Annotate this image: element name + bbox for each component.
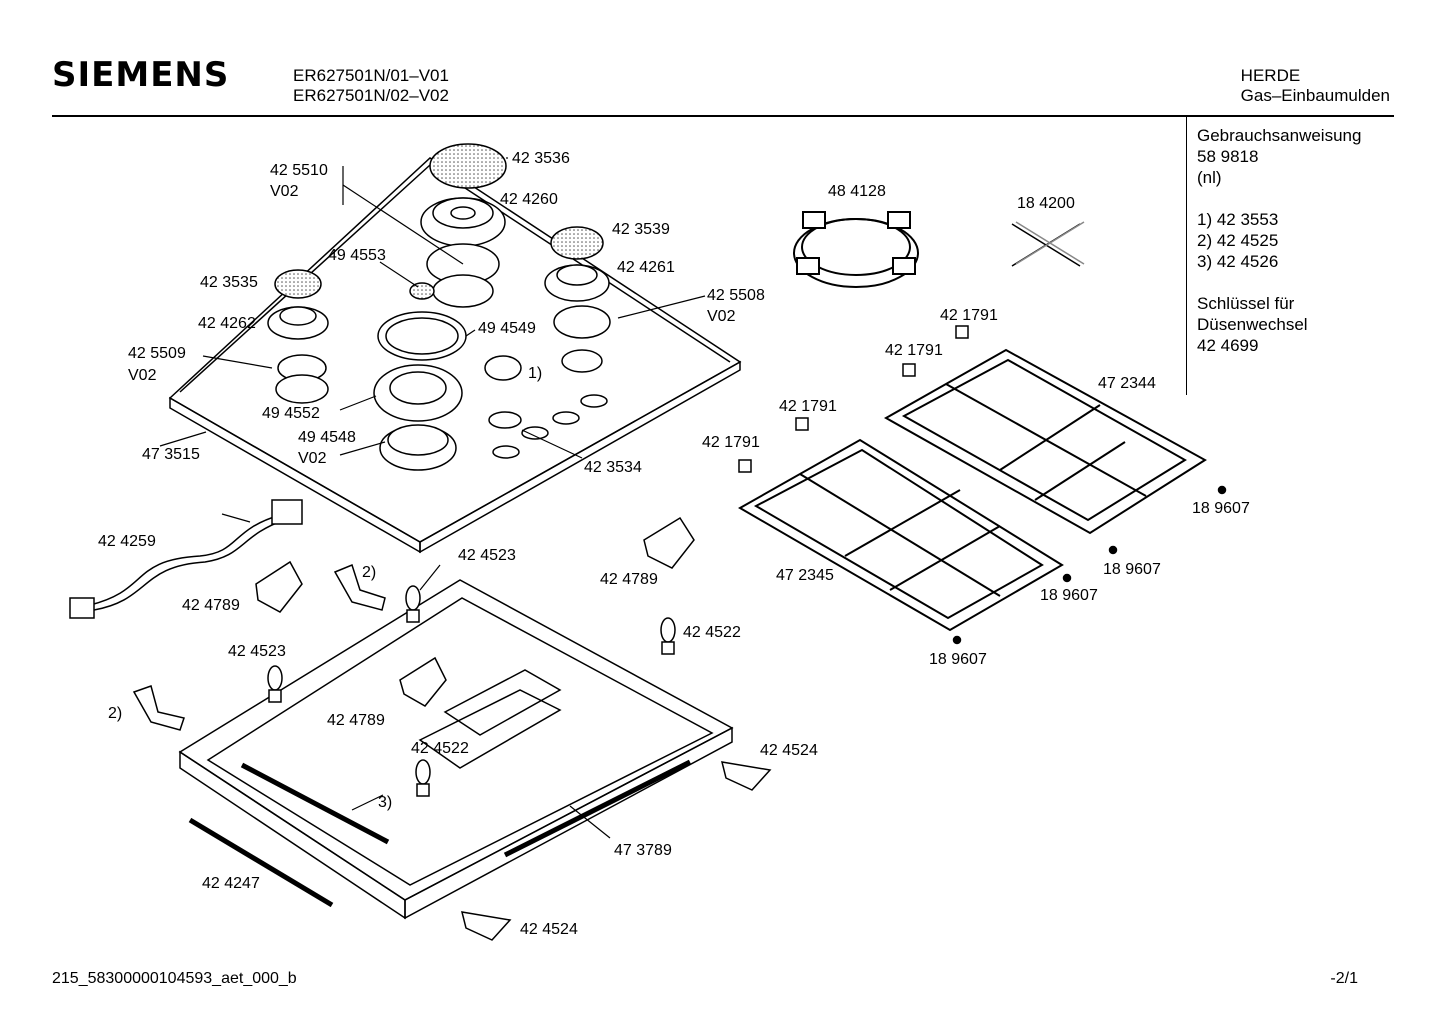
part-label: 42 1791 <box>779 398 837 415</box>
part-label: 42 4522 <box>683 624 741 641</box>
product-category: HERDE Gas–Einbaumulden <box>1241 66 1390 106</box>
side-info-line: 3) 42 4526 <box>1197 252 1279 271</box>
part-label: 42 5508 <box>707 287 765 304</box>
side-info-line: Düsenwechsel <box>1197 315 1308 334</box>
brand-logo: SIEMENS <box>52 55 230 95</box>
side-info-line: 1) 42 3553 <box>1197 210 1279 229</box>
power-cable <box>69 499 303 619</box>
part-label: V02 <box>707 308 736 325</box>
document-id: 215_58300000104593_aet_000_b <box>52 970 297 987</box>
part-label: 18 9607 <box>929 651 987 668</box>
part-label: 42 4259 <box>98 533 156 550</box>
sidebar-divider <box>1186 117 1187 395</box>
part-labels: 42 5510 V02 42 3536 42 4260 42 3539 42 4… <box>98 150 1250 938</box>
pan-support-right <box>883 348 1207 535</box>
side-info-line: 42 4699 <box>1197 336 1259 355</box>
part-label: 3) <box>378 794 392 811</box>
part-label: 42 4523 <box>458 547 516 564</box>
part-label: 18 9607 <box>1103 561 1161 578</box>
model-number: ER627501N/02–V02 <box>293 86 449 105</box>
pan-support-left <box>737 438 1064 632</box>
part-label: 49 4549 <box>478 320 536 337</box>
part-label: 42 1791 <box>885 342 943 359</box>
part-label: 2) <box>362 564 376 581</box>
side-info-panel: Gebrauchsanweisung 58 9818 (nl) 1) 42 35… <box>1197 125 1361 356</box>
base-tray <box>178 579 734 920</box>
burner-parts <box>267 143 611 471</box>
part-label: 42 3535 <box>200 274 258 291</box>
part-label: 47 2345 <box>776 567 834 584</box>
side-info-line: 58 9818 <box>1197 147 1259 166</box>
side-info-line: 2) 42 4525 <box>1197 231 1279 250</box>
part-label: V02 <box>128 367 157 384</box>
category-line: Gas–Einbaumulden <box>1240 86 1390 105</box>
part-label: 42 3534 <box>584 459 642 476</box>
part-label: 42 4524 <box>520 921 578 938</box>
part-label: 42 4261 <box>617 259 675 276</box>
part-label: 49 4552 <box>262 405 320 422</box>
part-label: 42 5510 <box>270 162 328 179</box>
part-label: 47 3789 <box>614 842 672 859</box>
part-label: 42 5509 <box>128 345 186 362</box>
cross-support <box>1011 221 1085 267</box>
part-label: 42 4789 <box>182 597 240 614</box>
leader-lines <box>159 157 706 839</box>
part-label: 42 4260 <box>500 191 558 208</box>
part-label: 42 4262 <box>198 315 256 332</box>
part-label: 42 3539 <box>612 221 670 238</box>
part-label: V02 <box>270 183 299 200</box>
side-info-line: Gebrauchsanweisung <box>1197 126 1362 145</box>
part-label: 1) <box>528 365 542 382</box>
part-label: 42 1791 <box>940 307 998 324</box>
side-info-line: (nl) <box>1197 168 1222 187</box>
part-label: 47 3515 <box>142 446 200 463</box>
wok-ring <box>793 211 919 288</box>
part-label: 47 2344 <box>1098 375 1156 392</box>
part-label: 42 4522 <box>411 740 469 757</box>
part-label: 18 4200 <box>1017 195 1075 212</box>
part-label: 48 4128 <box>828 183 886 200</box>
part-label: 18 9607 <box>1040 587 1098 604</box>
part-label: 42 4789 <box>327 712 385 729</box>
part-label: 42 3536 <box>512 150 570 167</box>
grate-clips <box>738 325 1227 645</box>
category-line: HERDE <box>1240 66 1301 85</box>
part-label: 42 4523 <box>228 643 286 660</box>
part-label: 18 9607 <box>1192 500 1250 517</box>
part-label: 49 4553 <box>328 247 386 264</box>
brackets <box>132 516 772 941</box>
model-number: ER627501N/01–V01 <box>293 66 449 85</box>
part-label: V02 <box>298 450 327 467</box>
page-number: -2/1 <box>1330 970 1358 987</box>
part-label: 42 1791 <box>702 434 760 451</box>
part-label: 42 4789 <box>600 571 658 588</box>
model-numbers: ER627501N/01–V01 ER627501N/02–V02 <box>293 66 449 106</box>
part-label: 2) <box>108 705 122 722</box>
side-info-line: Schlüssel für <box>1197 294 1295 313</box>
part-label: 42 4247 <box>202 875 260 892</box>
part-label: 42 4524 <box>760 742 818 759</box>
header-divider <box>52 115 1394 117</box>
part-label: 49 4548 <box>298 429 356 446</box>
